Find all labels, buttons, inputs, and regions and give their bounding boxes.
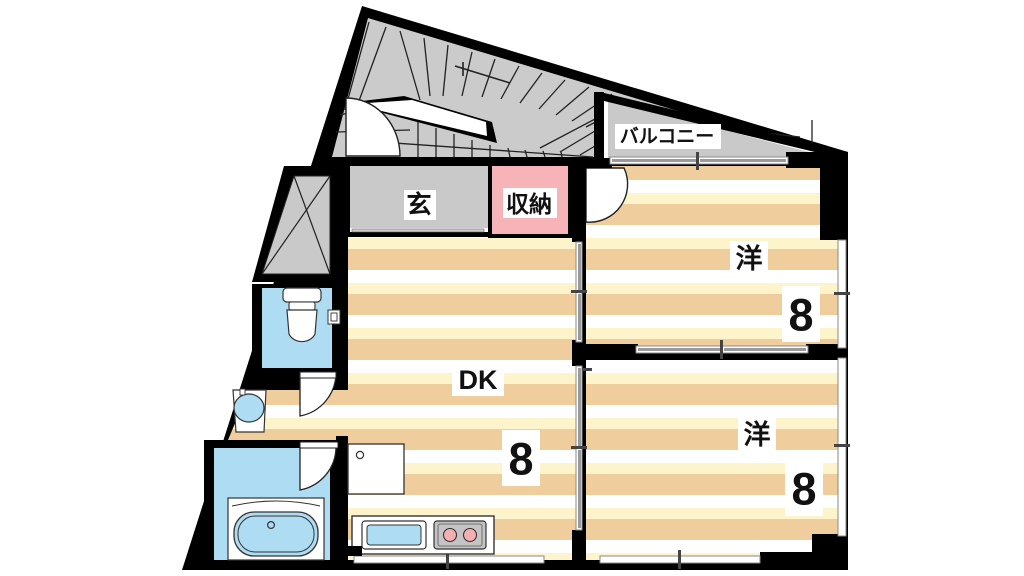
dining-kitchen-size-text: 8 bbox=[508, 434, 533, 485]
entrance-label: 玄 bbox=[404, 190, 436, 220]
stair-door[interactable] bbox=[345, 97, 401, 157]
counter-wall-stub bbox=[336, 546, 362, 556]
balcony-label: バルコニー bbox=[615, 124, 721, 149]
toilet-room bbox=[252, 284, 341, 417]
dining-kitchen-label: DK 8 bbox=[452, 362, 540, 486]
bathtub bbox=[227, 497, 325, 561]
bathroom-door[interactable] bbox=[299, 441, 339, 491]
western-room-upper-size-text: 8 bbox=[788, 290, 813, 341]
western-room-upper-floor bbox=[586, 166, 838, 350]
western-room-upper-label: 洋 8 bbox=[730, 241, 820, 342]
wash-basin bbox=[232, 388, 267, 433]
western-room-lower-size-text: 8 bbox=[791, 464, 816, 515]
western-room-lower-label: 洋 8 bbox=[738, 417, 823, 516]
kitchen-sink bbox=[361, 520, 427, 550]
entrance-label-text: 玄 bbox=[406, 190, 431, 219]
western-room-lower-floor bbox=[586, 360, 838, 560]
closet-label-text: 収納 bbox=[506, 191, 552, 217]
closet-label: 収納 bbox=[503, 188, 557, 218]
kitchen-counter bbox=[351, 515, 495, 555]
dk-to-lower-room-door[interactable] bbox=[571, 365, 587, 531]
balcony-label-text: バルコニー bbox=[620, 126, 715, 148]
appliance-space bbox=[347, 443, 405, 495]
shaft-void bbox=[252, 166, 336, 282]
toilet-door[interactable] bbox=[299, 371, 337, 417]
western-room-upper-label-text: 洋 bbox=[736, 243, 763, 274]
upper-to-lower-room-door[interactable] bbox=[635, 340, 809, 359]
dining-kitchen-label-text: DK bbox=[459, 365, 498, 395]
interior-walls bbox=[336, 152, 846, 566]
western-room-lower-label-text: 洋 bbox=[744, 419, 771, 450]
window-marks bbox=[582, 239, 850, 537]
gas-stove bbox=[433, 520, 487, 550]
balcony-window[interactable] bbox=[609, 152, 789, 170]
bathroom-area bbox=[204, 440, 339, 566]
toilet-fixture bbox=[282, 287, 322, 343]
closet-door[interactable] bbox=[585, 167, 629, 223]
bottom-windows bbox=[353, 550, 761, 569]
dk-to-upper-room-door[interactable] bbox=[571, 241, 587, 343]
paper-holder bbox=[327, 309, 341, 325]
